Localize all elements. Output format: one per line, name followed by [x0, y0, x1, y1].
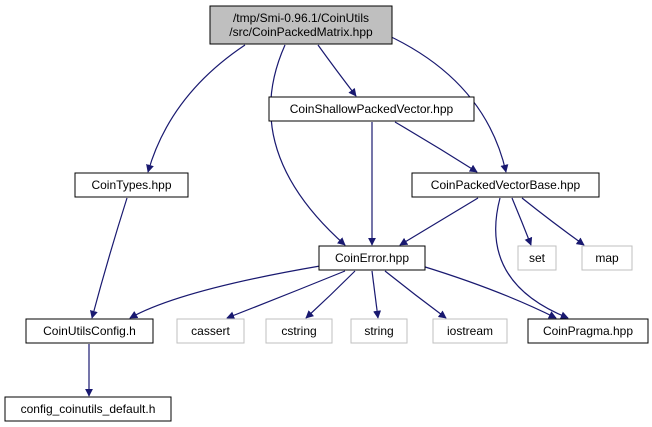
edge-arrow [421, 265, 557, 319]
edge-coinerror-to-cstring [305, 270, 356, 319]
node-label: config_coinutils_default.h [21, 402, 156, 416]
node-box [517, 245, 557, 271]
node-set: set [517, 245, 557, 271]
node-map: map [581, 245, 633, 271]
node-label: /tmp/Smi-0.96.1/CoinUtils [233, 11, 369, 25]
edge-coinerror-to-coinpragma [421, 265, 557, 319]
node-config_default[interactable]: config_coinutils_default.h [4, 396, 172, 422]
node-cstring: cstring [265, 318, 333, 344]
node-box [432, 318, 508, 344]
edge-coinerror-to-coinutilsconfig [129, 265, 321, 319]
node-coinpragma[interactable]: CoinPragma.hpp [527, 318, 649, 344]
edge-arrow [371, 270, 382, 319]
node-label: cassert [191, 324, 230, 338]
edge-coinshallowpackedvector-to-coinpackedvectorbase [394, 121, 478, 173]
edge-arrow [305, 270, 356, 319]
node-label: iostream [447, 324, 493, 338]
edge-arrow [129, 265, 321, 319]
node-box [268, 96, 475, 122]
node-cointypes[interactable]: CoinTypes.hpp [74, 172, 189, 198]
node-string: string [350, 318, 408, 344]
node-coinerror[interactable]: CoinError.hpp [318, 245, 426, 271]
edge-coinerror-to-iostream [384, 270, 447, 319]
edge-arrow [521, 197, 585, 246]
edges [85, 33, 585, 397]
node-label: map [595, 251, 619, 265]
edge-coinpackedmatrix-to-coinpackedvectorbase [384, 33, 509, 173]
node-box [411, 172, 600, 198]
node-box [350, 318, 408, 344]
edge-coinpackedvectorbase-to-coinpragma [495, 197, 569, 320]
edge-coinpackedvectorbase-to-set [511, 197, 533, 246]
edge-arrow [511, 197, 533, 246]
node-label: CoinError.hpp [335, 251, 409, 265]
edge-arrow [317, 44, 357, 97]
edge-coinerror-to-cassert [226, 270, 346, 320]
edge-coinpackedmatrix-to-coinerror [270, 44, 346, 246]
edge-arrow [226, 270, 346, 320]
node-box [74, 172, 189, 198]
node-label: /src/CoinPackedMatrix.hpp [229, 25, 373, 39]
edge-arrow [384, 33, 509, 173]
node-label: CoinUtilsConfig.h [43, 324, 136, 338]
node-box [4, 396, 172, 422]
node-label: CoinPackedVectorBase.hpp [431, 178, 581, 192]
nodes: /tmp/Smi-0.96.1/CoinUtils/src/CoinPacked… [4, 5, 649, 422]
node-coinshallowpackedvector[interactable]: CoinShallowPackedVector.hpp [268, 96, 475, 122]
node-label: set [529, 251, 546, 265]
node-label: CoinTypes.hpp [91, 178, 171, 192]
node-box [527, 318, 649, 344]
node-label: string [364, 324, 393, 338]
edge-coinerror-to-string [371, 270, 382, 319]
edge-arrow [89, 197, 128, 319]
edge-arrow [270, 44, 346, 246]
edge-cointypes-to-coinutilsconfig [89, 197, 128, 319]
edge-arrow [384, 270, 447, 319]
node-box [176, 318, 245, 344]
node-coinpackedmatrix[interactable]: /tmp/Smi-0.96.1/CoinUtils/src/CoinPacked… [209, 5, 393, 45]
edge-arrow [399, 197, 479, 246]
node-box [318, 245, 426, 271]
node-box [209, 5, 393, 45]
node-box [265, 318, 333, 344]
node-coinpackedvectorbase[interactable]: CoinPackedVectorBase.hpp [411, 172, 600, 198]
node-box [581, 245, 633, 271]
edge-arrow [495, 197, 569, 320]
edge-coinpackedmatrix-to-cointypes [146, 44, 246, 173]
edge-arrow [394, 121, 478, 173]
edge-coinpackedvectorbase-to-coinerror [399, 197, 479, 246]
node-box [25, 318, 154, 344]
edge-coinpackedmatrix-to-coinshallowpackedvector [317, 44, 357, 97]
node-label: cstring [281, 324, 316, 338]
edge-coinpackedvectorbase-to-map [521, 197, 585, 246]
node-label: CoinPragma.hpp [543, 324, 633, 338]
edge-arrow [146, 44, 246, 173]
node-coinutilsconfig[interactable]: CoinUtilsConfig.h [25, 318, 154, 344]
node-label: CoinShallowPackedVector.hpp [290, 102, 454, 116]
node-cassert: cassert [176, 318, 245, 344]
node-iostream: iostream [432, 318, 508, 344]
